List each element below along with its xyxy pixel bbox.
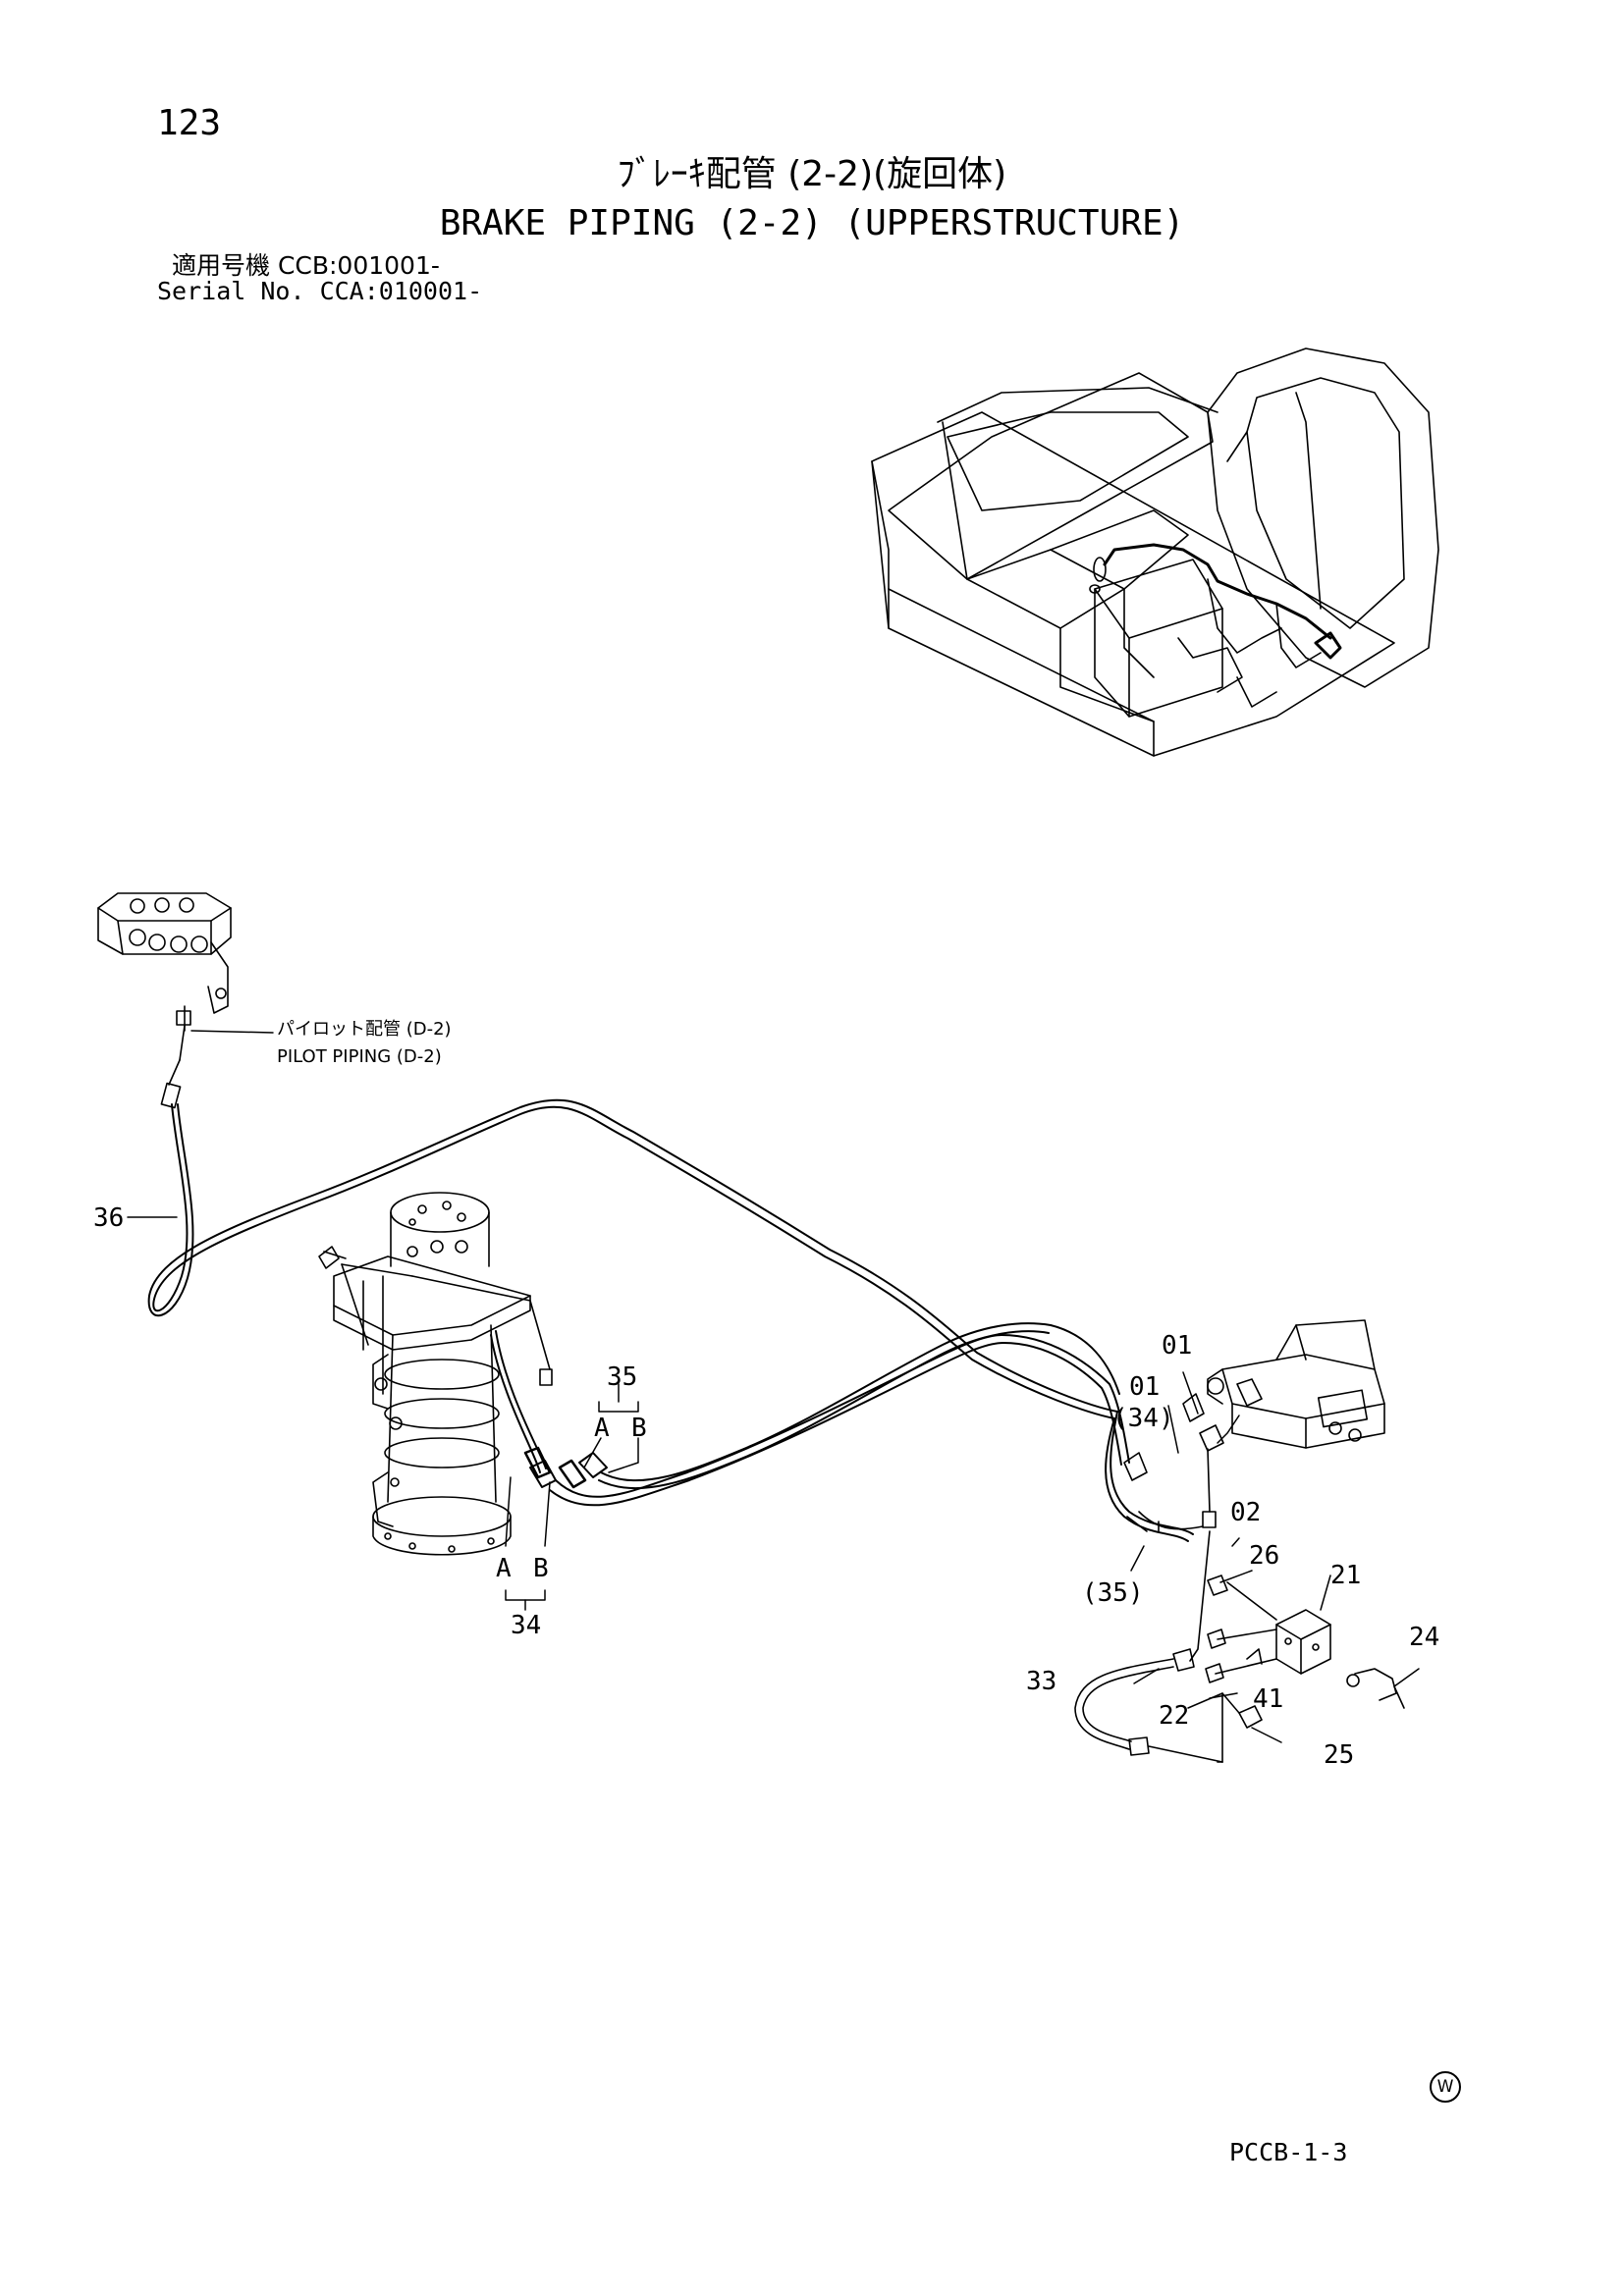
page-number: 123 [157, 103, 222, 143]
part-label-24: 24 [1409, 1623, 1440, 1652]
part-label-26: 26 [1249, 1541, 1280, 1571]
part-label-41: 41 [1253, 1684, 1284, 1714]
hose-36-drawing [147, 1098, 1194, 1542]
part-label-33: 33 [1026, 1667, 1057, 1696]
part-label-02: 02 [1230, 1498, 1262, 1527]
part-label-22: 22 [1159, 1701, 1190, 1731]
part-label-01-upper: 01 [1162, 1331, 1193, 1361]
pilot-piping-label-english: PILOT PIPING (D-2) [277, 1046, 442, 1067]
part-label-34-ref: (34) [1112, 1404, 1174, 1433]
part-label-21: 21 [1330, 1561, 1362, 1590]
title-japanese: ﾌﾞﾚｰｷ配管 (2-2)(旋回体) [617, 154, 1007, 194]
part-label-01-lower: 01 [1129, 1372, 1161, 1402]
page-code: PCCB-1-3 [1229, 2138, 1348, 2166]
pilot-piping-leader [190, 1030, 274, 1034]
callout-brackets [505, 1371, 1420, 1743]
part-label-35-a: A [594, 1414, 610, 1443]
part-label-35-b: B [631, 1414, 647, 1443]
w-mark-badge: W [1430, 2071, 1461, 2103]
part-label-35: 35 [607, 1362, 638, 1392]
swivel-joint-drawing [318, 1192, 553, 1556]
pressure-block-drawing [1074, 1521, 1405, 1763]
title-english: BRAKE PIPING (2-2) (UPPERSTRUCTURE) [439, 203, 1185, 243]
part-label-34: 34 [511, 1611, 542, 1640]
pilot-valve-block-drawing [97, 892, 232, 1109]
part-label-35-ref: (35) [1082, 1578, 1144, 1608]
part-label-25: 25 [1324, 1740, 1355, 1770]
serial-number-english: Serial No. CCA:010001- [157, 277, 483, 305]
part-label-34-b: B [533, 1554, 549, 1583]
part-label-36: 36 [93, 1203, 125, 1233]
excavator-overview-drawing [871, 347, 1439, 757]
brake-hoses-34-35-drawing [490, 1322, 1130, 1507]
part-label-34-a: A [496, 1554, 512, 1583]
serial-applicable-japanese: 適用号機 CCB:001001- [172, 251, 440, 280]
pilot-piping-label-japanese: パイロット配管 (D-2) [277, 1019, 452, 1040]
